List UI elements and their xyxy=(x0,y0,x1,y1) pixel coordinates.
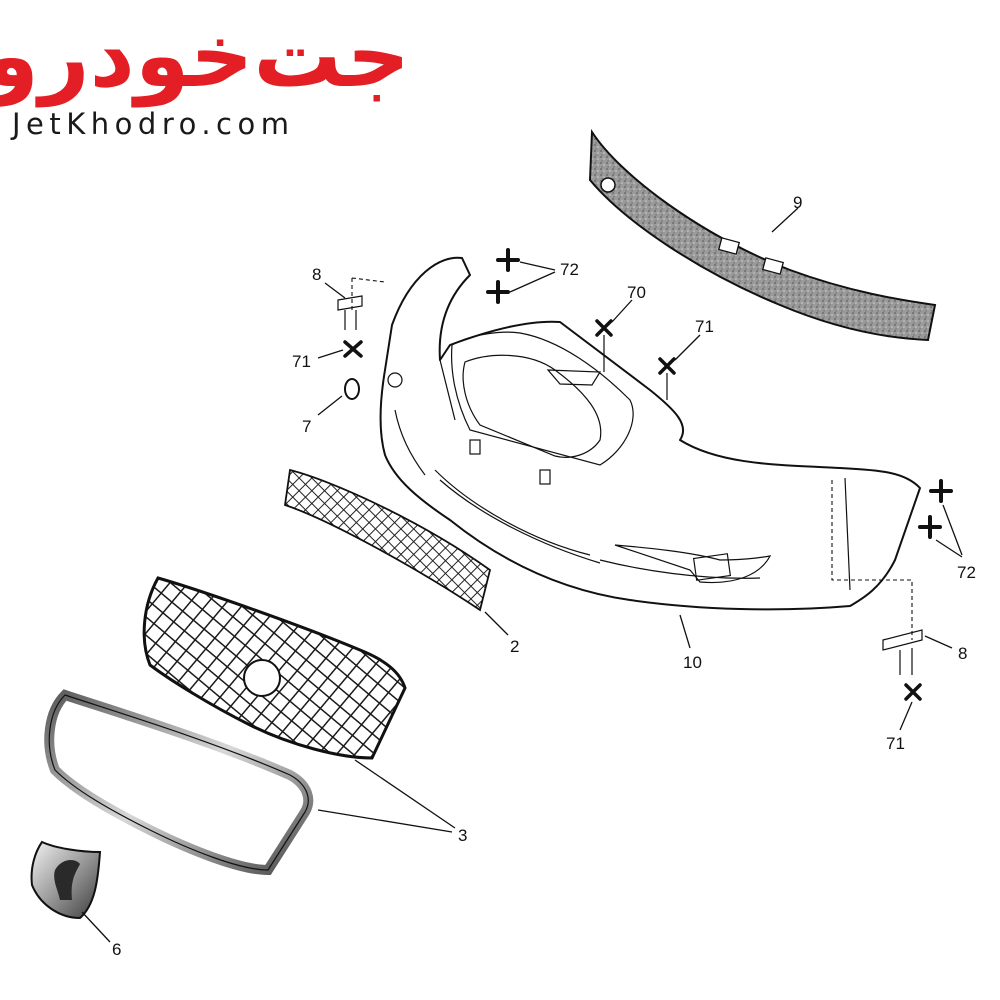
leader-7 xyxy=(317,395,343,416)
callout-9: 9 xyxy=(793,193,802,212)
callout-72-right: 72 xyxy=(957,563,976,582)
leader-9 xyxy=(771,207,799,233)
leader-10 xyxy=(679,614,691,649)
part-6-badge xyxy=(30,840,102,920)
callout-6: 6 xyxy=(112,940,121,959)
leader-71-left xyxy=(317,349,344,359)
left-bracket-group xyxy=(337,277,386,400)
leader-72-right xyxy=(935,504,963,558)
callout-71-bottom: 71 xyxy=(886,734,905,753)
brand-logo-persian: جت‌خودرو xyxy=(0,4,412,107)
callout-8-right: 8 xyxy=(958,644,967,663)
callout-3: 3 xyxy=(458,826,467,845)
leader-6 xyxy=(81,911,111,943)
leader-2 xyxy=(484,611,509,636)
right-bracket-group xyxy=(882,479,953,701)
part-10-front-bumper xyxy=(379,256,921,611)
callout-71-left: 71 xyxy=(292,352,311,371)
leader-72-top xyxy=(509,261,556,293)
callout-7: 7 xyxy=(302,417,311,436)
callout-8-top: 8 xyxy=(312,265,321,284)
top-fasteners xyxy=(486,248,676,400)
part-9-upper-absorber xyxy=(588,128,937,342)
brand-logo-latin: JetKhodro.com xyxy=(12,107,295,141)
leader-3b xyxy=(317,809,453,833)
callout-2: 2 xyxy=(510,637,519,656)
callout-71-mid: 71 xyxy=(695,317,714,336)
leader-8-top xyxy=(324,282,346,299)
leader-70 xyxy=(611,299,633,323)
part-3-grille-assembly xyxy=(44,576,407,876)
callout-72-top: 72 xyxy=(560,260,579,279)
callout-70: 70 xyxy=(627,283,646,302)
leader-71-bottom xyxy=(899,701,913,731)
leader-3a xyxy=(354,759,456,829)
leader-71-mid xyxy=(674,334,701,361)
callout-10: 10 xyxy=(683,653,702,672)
part-2-lower-mesh xyxy=(284,468,492,612)
leader-8-right xyxy=(924,635,953,649)
